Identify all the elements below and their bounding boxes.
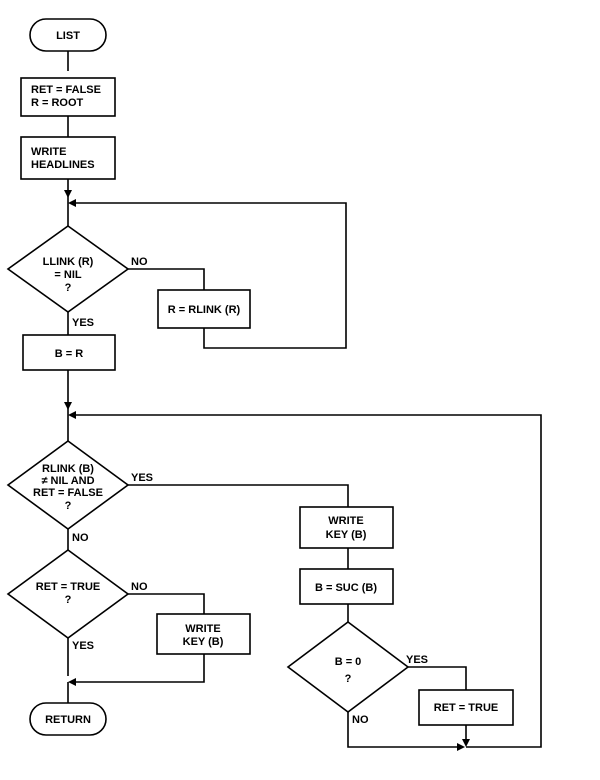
edge-labels: NO YES YES NO NO YES YES NO	[72, 256, 428, 726]
edge-loop2-back	[74, 414, 542, 748]
node-llink-line3: ?	[65, 282, 72, 294]
node-init: RET = FALSE R = ROOT	[20, 77, 116, 117]
node-write-key-2: WRITE KEY (B)	[156, 613, 251, 655]
node-rlink-line4: ?	[65, 500, 72, 512]
arrow-down-icon	[64, 402, 72, 410]
arrowheads	[64, 190, 470, 751]
node-return-label: RETURN	[45, 714, 91, 726]
node-ret-true-check-line1: RET = TRUE	[36, 581, 100, 593]
label-bzero-no: NO	[352, 714, 369, 726]
arrow-left-icon	[68, 411, 76, 419]
node-rlink-line2: ≠ NIL AND	[41, 475, 94, 487]
edge-ret-no	[128, 593, 205, 614]
label-llink-no: NO	[131, 256, 148, 268]
connectors	[67, 51, 542, 748]
edge-bzero-no	[347, 712, 459, 748]
node-ret-true-set-label: RET = TRUE	[434, 702, 498, 714]
node-rlink-line1: RLINK (B)	[42, 463, 94, 475]
arrow-down-icon	[462, 739, 470, 747]
node-ret-true-set: RET = TRUE	[418, 689, 514, 726]
arrow-left-icon	[68, 199, 76, 207]
node-headlines: WRITE HEADLINES	[20, 136, 116, 180]
label-bzero-yes: YES	[406, 654, 428, 666]
node-init-line1: RET = FALSE	[31, 84, 101, 96]
edge-llink-no	[128, 268, 205, 290]
node-r-rlink: R = RLINK (R)	[157, 289, 251, 329]
node-llink-check: LLINK (R) = NIL ?	[6, 225, 130, 313]
edge-rlink-yes	[128, 484, 349, 507]
node-b-zero-line1: B = 0	[335, 656, 362, 668]
node-list: LIST	[29, 18, 107, 52]
arrow-left-icon	[68, 678, 76, 686]
node-rlink-check: RLINK (B) ≠ NIL AND RET = FALSE ?	[6, 440, 130, 530]
node-list-label: LIST	[56, 30, 80, 42]
node-headlines-line1: WRITE	[31, 146, 66, 158]
node-llink-line1: LLINK (R)	[43, 256, 94, 268]
node-write-key-2-line1: WRITE	[185, 623, 220, 635]
node-b-zero-line2: ?	[345, 673, 352, 685]
edge-loop1-back	[74, 202, 347, 349]
node-init-line2: R = ROOT	[31, 97, 84, 109]
node-return: RETURN	[29, 702, 107, 736]
edge-bzero-yes	[408, 666, 467, 690]
node-b-suc-label: B = SUC (B)	[315, 582, 377, 594]
node-write-key-1: WRITE KEY (B)	[299, 506, 394, 549]
node-ret-true-check-line2: ?	[65, 594, 72, 606]
label-ret-no: NO	[131, 581, 148, 593]
node-write-key-1-line2: KEY (B)	[326, 529, 367, 541]
label-rlink-no: NO	[72, 532, 89, 544]
edge-writekey2-merge	[74, 654, 205, 683]
arrow-right-icon	[457, 743, 465, 751]
node-b-r: B = R	[22, 334, 116, 371]
node-b-r-label: B = R	[55, 348, 83, 360]
node-write-key-2-line2: KEY (B)	[183, 636, 224, 648]
node-headlines-line2: HEADLINES	[31, 159, 95, 171]
node-ret-true-check: RET = TRUE ?	[6, 549, 130, 639]
node-b-suc: B = SUC (B)	[299, 568, 394, 605]
label-ret-yes: YES	[72, 640, 94, 652]
arrow-down-icon	[64, 190, 72, 198]
node-r-rlink-label: R = RLINK (R)	[168, 304, 241, 316]
node-llink-line2: = NIL	[54, 269, 81, 281]
node-write-key-1-line1: WRITE	[328, 515, 363, 527]
label-llink-yes: YES	[72, 317, 94, 329]
node-b-zero: B = 0 ?	[286, 621, 410, 713]
label-rlink-yes: YES	[131, 472, 153, 484]
node-rlink-line3: RET = FALSE	[33, 487, 103, 499]
